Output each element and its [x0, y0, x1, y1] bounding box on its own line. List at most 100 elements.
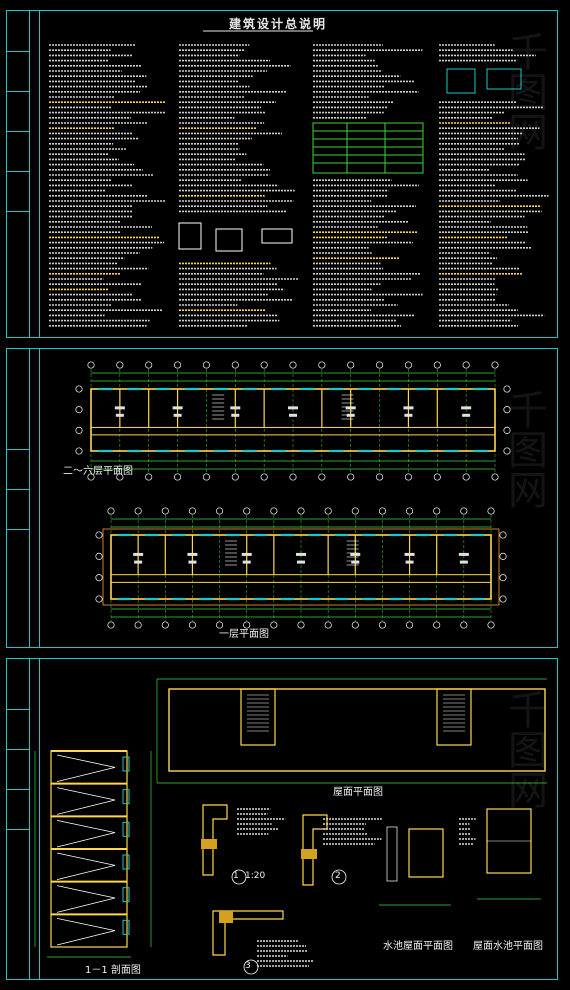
stair-flight [56, 885, 116, 899]
axis-bubble [161, 621, 169, 629]
floor-plan [75, 361, 511, 481]
axis-bubble [324, 507, 332, 515]
axis-bubble [231, 361, 239, 369]
window [122, 789, 130, 805]
axis-bubble [174, 361, 182, 369]
room-label-mark [459, 560, 468, 564]
room-label-mark [230, 406, 241, 410]
room-label-mark [133, 552, 144, 556]
detail-scale-1: 1:20 [245, 871, 266, 881]
axis-bubble [289, 473, 297, 481]
room-label-mark [114, 406, 125, 410]
axis-bubble [503, 406, 511, 414]
axis-bubble [134, 621, 142, 629]
room-label-mark [350, 552, 361, 556]
axis-bubble [503, 385, 511, 393]
room-label-mark [462, 413, 471, 417]
plan-outline [102, 528, 500, 606]
room-label-mark [172, 406, 183, 410]
tank-roof-plan-title: 水池屋面平面图 [383, 941, 453, 952]
watermark: 千图网 [501, 31, 547, 151]
notes-title: 建筑设计总说明 [229, 17, 328, 31]
title-block [7, 349, 30, 647]
axis-bubble [145, 361, 153, 369]
room-label-mark [404, 413, 413, 417]
roof-plan-title: 屋面平面图 [333, 787, 383, 798]
axis-bubble [107, 507, 115, 515]
axis-bubble [270, 621, 278, 629]
axis-bubble [75, 426, 83, 434]
tank-elevation [386, 826, 398, 882]
axis-bubble [75, 406, 83, 414]
axis-bubble [145, 473, 153, 481]
axis-bubble [462, 361, 470, 369]
wall-detail [302, 814, 328, 886]
axis-bubble [499, 574, 507, 582]
room-label-mark [297, 560, 305, 564]
corridor [110, 574, 492, 583]
window [122, 919, 130, 935]
axis-bubble [95, 574, 103, 582]
axis-bubble [487, 507, 495, 515]
section-title: 1－1 剖面图 [85, 965, 141, 976]
axis-bubble [174, 473, 182, 481]
axis-bubble [188, 621, 196, 629]
title-block [7, 11, 30, 337]
window [122, 854, 130, 870]
detail-number-1: 1 [233, 871, 239, 881]
axis-bubble [347, 361, 355, 369]
sheet-roof-section: 屋面平面图 1－1 剖面图 水池屋面平面图 屋面水池平面图 1 1:20 2 3… [6, 658, 558, 980]
room-label-mark [405, 560, 414, 564]
axis-bubble [116, 473, 124, 481]
detail-hatch [301, 849, 317, 859]
axis-bubble [499, 595, 507, 603]
axis-bubble [491, 473, 499, 481]
axis-bubble [270, 507, 278, 515]
axis-bubble [318, 473, 326, 481]
axis-bubble [161, 507, 169, 515]
axis-bubble [260, 361, 268, 369]
axis-bubble [462, 473, 470, 481]
roof-outline [168, 688, 546, 772]
axis-bubble [347, 473, 355, 481]
room-label-mark [351, 560, 360, 564]
room-label-mark [188, 560, 197, 564]
room-label-mark [346, 413, 355, 417]
roof-section-drawing [34, 678, 547, 975]
axis-bubble [95, 531, 103, 539]
axis-bubble [202, 361, 210, 369]
watermark: 千图网 [501, 389, 547, 509]
stair-shaft [240, 688, 276, 746]
exterior-wall [110, 534, 492, 600]
axis-bubble [216, 507, 224, 515]
notes-text-blocks [49, 30, 549, 327]
axis-bubble [433, 507, 441, 515]
stair-flight [56, 917, 116, 932]
room-label-mark [288, 406, 298, 410]
stair-flight [56, 852, 116, 866]
stair-flight [56, 754, 116, 768]
stair-flight [56, 897, 116, 913]
room-label-mark [134, 560, 143, 564]
stair-flight [56, 832, 116, 848]
ground-floor-plan-title: 一层平面图 [219, 629, 269, 640]
room-label-mark [289, 413, 297, 417]
room-label-mark [403, 406, 414, 410]
axis-bubble [491, 361, 499, 369]
sheet-floor-plans: 二～六层平面图 一层平面图 千图网 [6, 348, 558, 648]
sheet-general-notes: 建筑设计总说明 千图网 [6, 10, 558, 338]
axis-bubble [460, 621, 468, 629]
stair-shaft [436, 688, 472, 746]
axis-bubble [460, 507, 468, 515]
corridor [90, 426, 496, 436]
axis-bubble [87, 361, 95, 369]
axis-bubble [351, 507, 359, 515]
watermark: 千图网 [501, 689, 547, 809]
axis-bubble [503, 426, 511, 434]
stair-flight [56, 819, 116, 834]
axis-bubble [487, 621, 495, 629]
floor-plan [95, 507, 507, 629]
axis-bubble [243, 621, 251, 629]
axis-bubble [188, 507, 196, 515]
axis-bubble [297, 507, 305, 515]
